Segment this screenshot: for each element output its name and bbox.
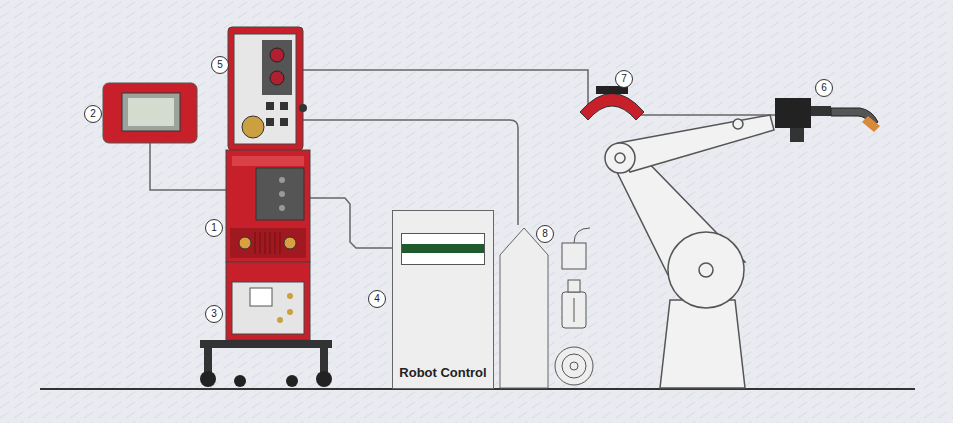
callout-number: 6 (815, 79, 833, 97)
hosepack (580, 86, 644, 120)
callout-number: 8 (536, 225, 554, 243)
callout-number: 1 (205, 219, 223, 237)
consumables (555, 228, 593, 385)
callout-number: 4 (368, 290, 386, 308)
callout-number: 5 (211, 56, 229, 74)
wire-feeder (228, 27, 307, 150)
cooling-unit (226, 262, 310, 340)
power-source (226, 150, 310, 262)
gas-cylinder (500, 228, 548, 388)
cabinet-label: Robot Control (393, 365, 492, 388)
control-cabinet: Robot Control (392, 210, 494, 389)
callout-number: 2 (84, 105, 102, 123)
trolley (200, 340, 332, 387)
welding-torch (775, 98, 880, 142)
callout-number: 7 (615, 70, 633, 88)
remote-control (103, 83, 197, 143)
display-bar (402, 244, 484, 253)
robot-arm (605, 115, 774, 388)
callout-number: 3 (205, 305, 223, 323)
display-panel (401, 233, 485, 265)
